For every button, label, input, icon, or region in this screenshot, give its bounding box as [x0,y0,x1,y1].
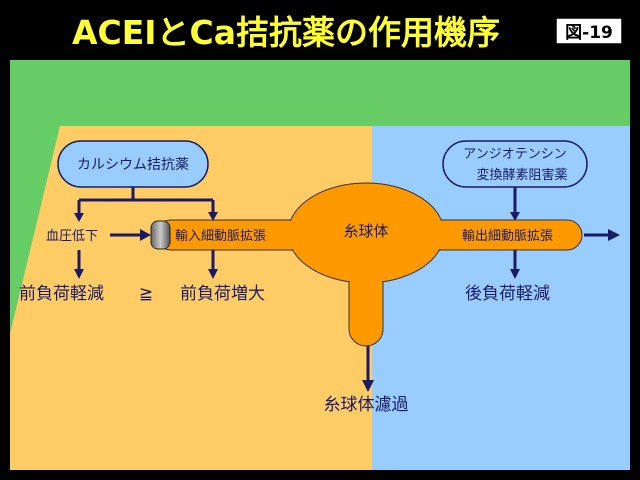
calcium-connectors [77,187,215,214]
efferent-joint [412,221,452,249]
preload-reduction-label: 前負荷軽減 [19,284,104,304]
arrowheads [74,212,620,392]
vessel-cap [150,220,171,250]
afferent-joint [280,221,320,249]
arrowhead-bp-to-vessel [140,229,151,241]
arrowhead-filtration [362,380,374,392]
arrowhead-outflow [608,229,620,241]
ace-inhibitor-label-1: アンジオテンシン [463,147,566,162]
arrow-shafts [77,187,609,381]
figure-label: 図-19 [565,23,613,43]
bp-drop-label: 血圧低下 [46,229,98,244]
efferent-label: 輸出細動脈拡張 [462,229,553,244]
arrowhead-efferent [510,212,520,221]
arrowhead-afferent [208,212,218,221]
preload-increase-label: 前負荷増大 [180,284,265,304]
ace-inhibitor-label-2: 変換酵素阻害薬 [476,167,567,183]
arrowhead-preload-reduction [74,269,84,279]
afferent-label: 輸入細動脈拡張 [175,229,266,244]
header-bar [0,0,640,58]
glomerulus-label: 糸球体 [343,222,388,240]
afterload-reduction-label: 後負荷軽減 [465,284,550,304]
arrowhead-afterload [510,269,520,279]
compare-symbol: ≧ [139,284,153,304]
orange-panel [10,126,372,470]
arrowhead-preload-increase [208,269,218,279]
figure-label-box [555,17,623,45]
arrowhead-bp-drop [74,213,84,222]
page-title: ACEIとCa拮抗薬の作用機序 [72,13,500,52]
calcium-blocker-label: カルシウム拮抗薬 [77,157,189,173]
filtration-joint [350,262,382,302]
filtration-label: 糸球体濾過 [324,395,409,415]
